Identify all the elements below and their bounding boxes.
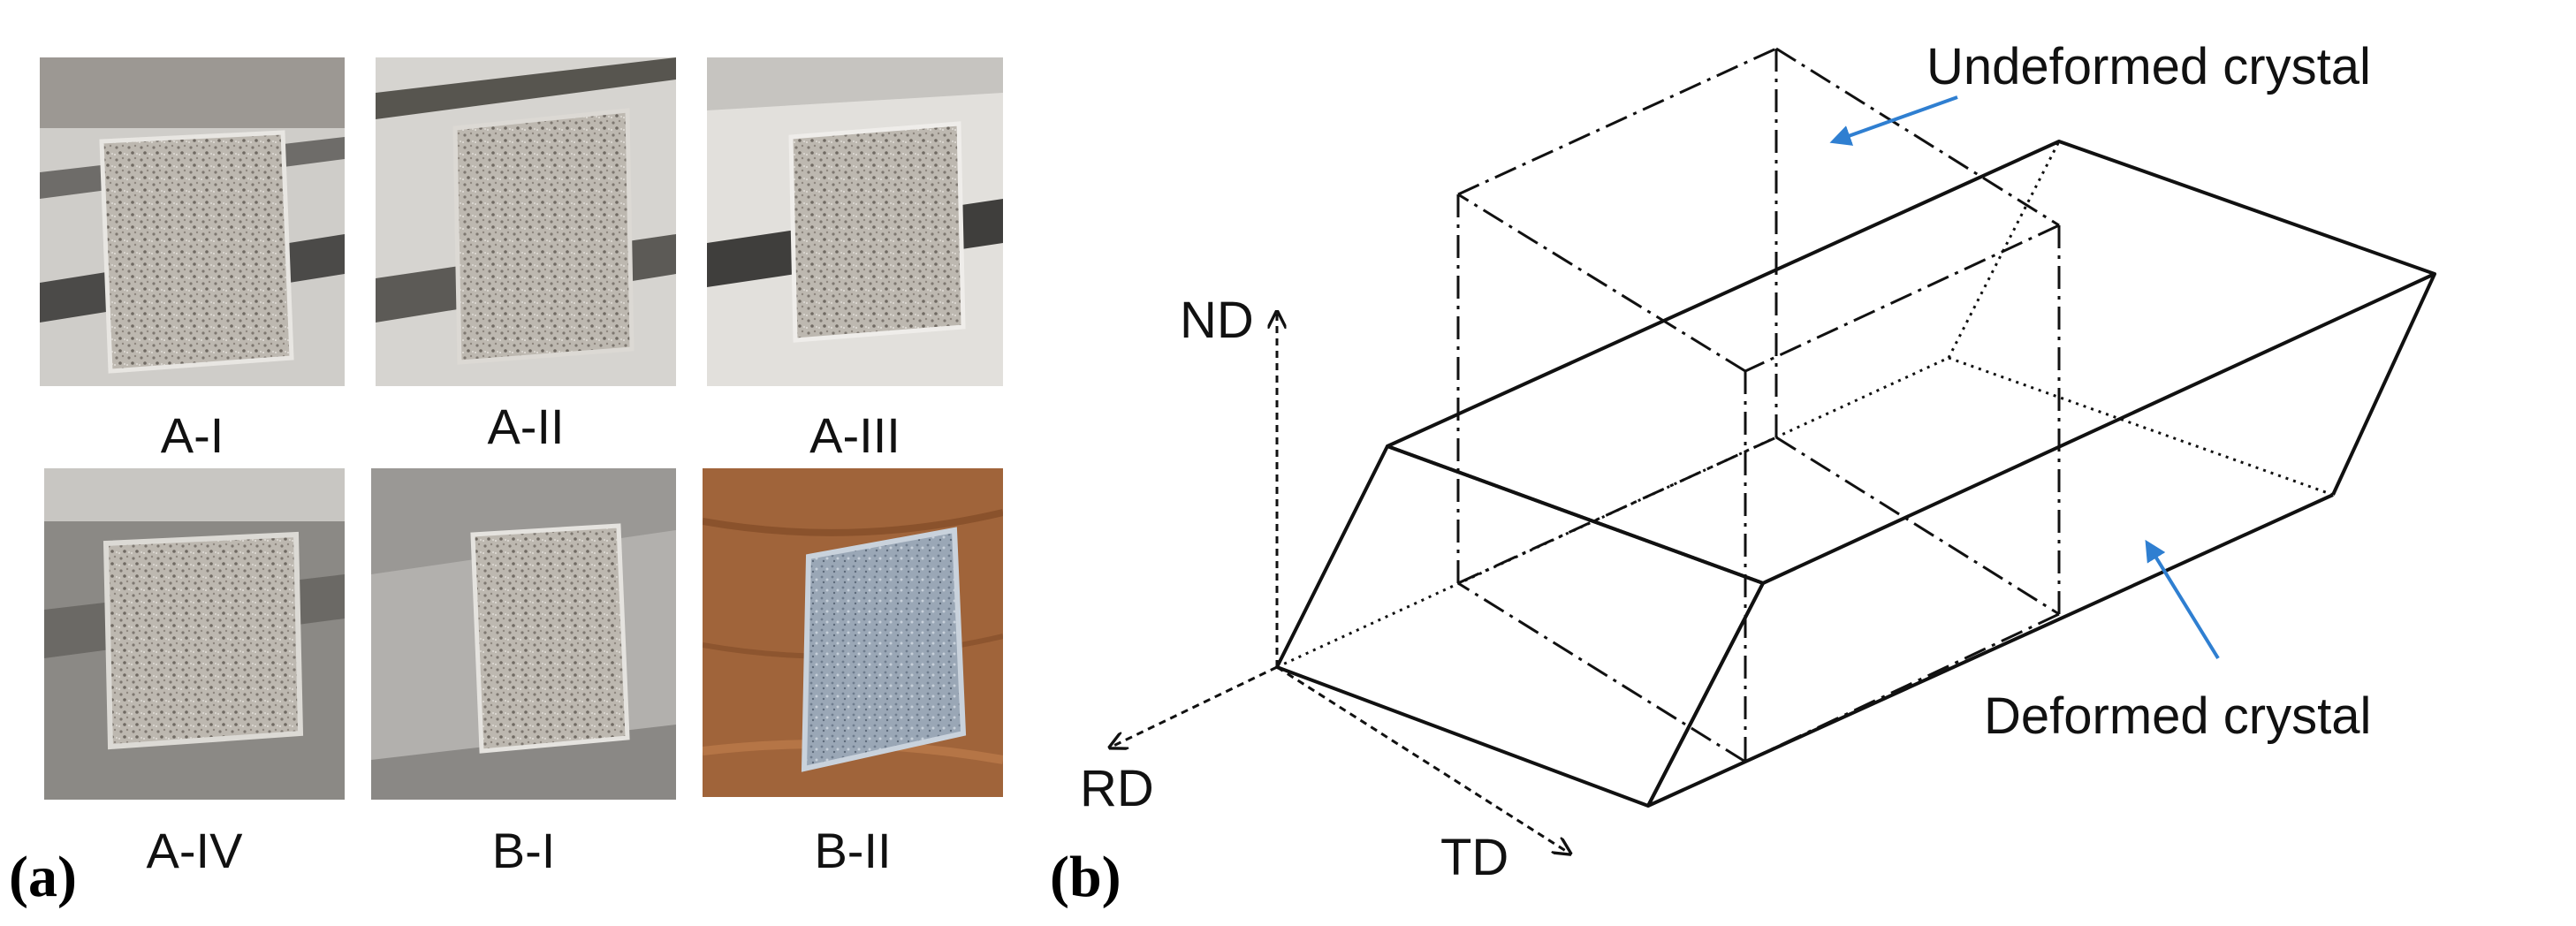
- deformed-crystal: [1275, 140, 2436, 808]
- nd-axis-label: ND: [1180, 292, 1254, 349]
- coordinate-axes: [1112, 314, 1569, 853]
- td-axis: [1276, 665, 1569, 853]
- photo-b-ii: [703, 468, 1003, 797]
- rd-axis: [1112, 665, 1278, 747]
- photo-a-iv: [44, 468, 345, 800]
- caption-a-i: A-I: [160, 407, 224, 463]
- undeformed-crystal-label: Undeformed crystal: [1926, 38, 2371, 95]
- deformed-crystal-hidden-edges: [1276, 140, 2334, 669]
- caption-b-ii: B-II: [814, 823, 892, 878]
- undeformed-arrow: [1829, 95, 1958, 146]
- deformed-crystal-label: Deformed crystal: [1984, 687, 2371, 745]
- caption-a-iii: A-III: [809, 407, 900, 463]
- photo-a-ii: [376, 57, 676, 386]
- undeformed-cube: [1456, 47, 2061, 763]
- deformed-arrow: [2145, 539, 2220, 660]
- photo-a-iii: [707, 57, 1003, 386]
- panel-label-a: (a): [9, 845, 77, 909]
- td-axis-label: TD: [1440, 829, 1508, 886]
- caption-b-i: B-I: [491, 823, 556, 878]
- rd-axis-label: RD: [1080, 760, 1154, 817]
- caption-a-iv: A-IV: [146, 823, 243, 878]
- panel-label-b: (b): [1050, 845, 1121, 909]
- photo-a-i: [40, 57, 345, 386]
- photo-b-i: [371, 468, 676, 800]
- caption-a-ii: A-II: [487, 398, 565, 454]
